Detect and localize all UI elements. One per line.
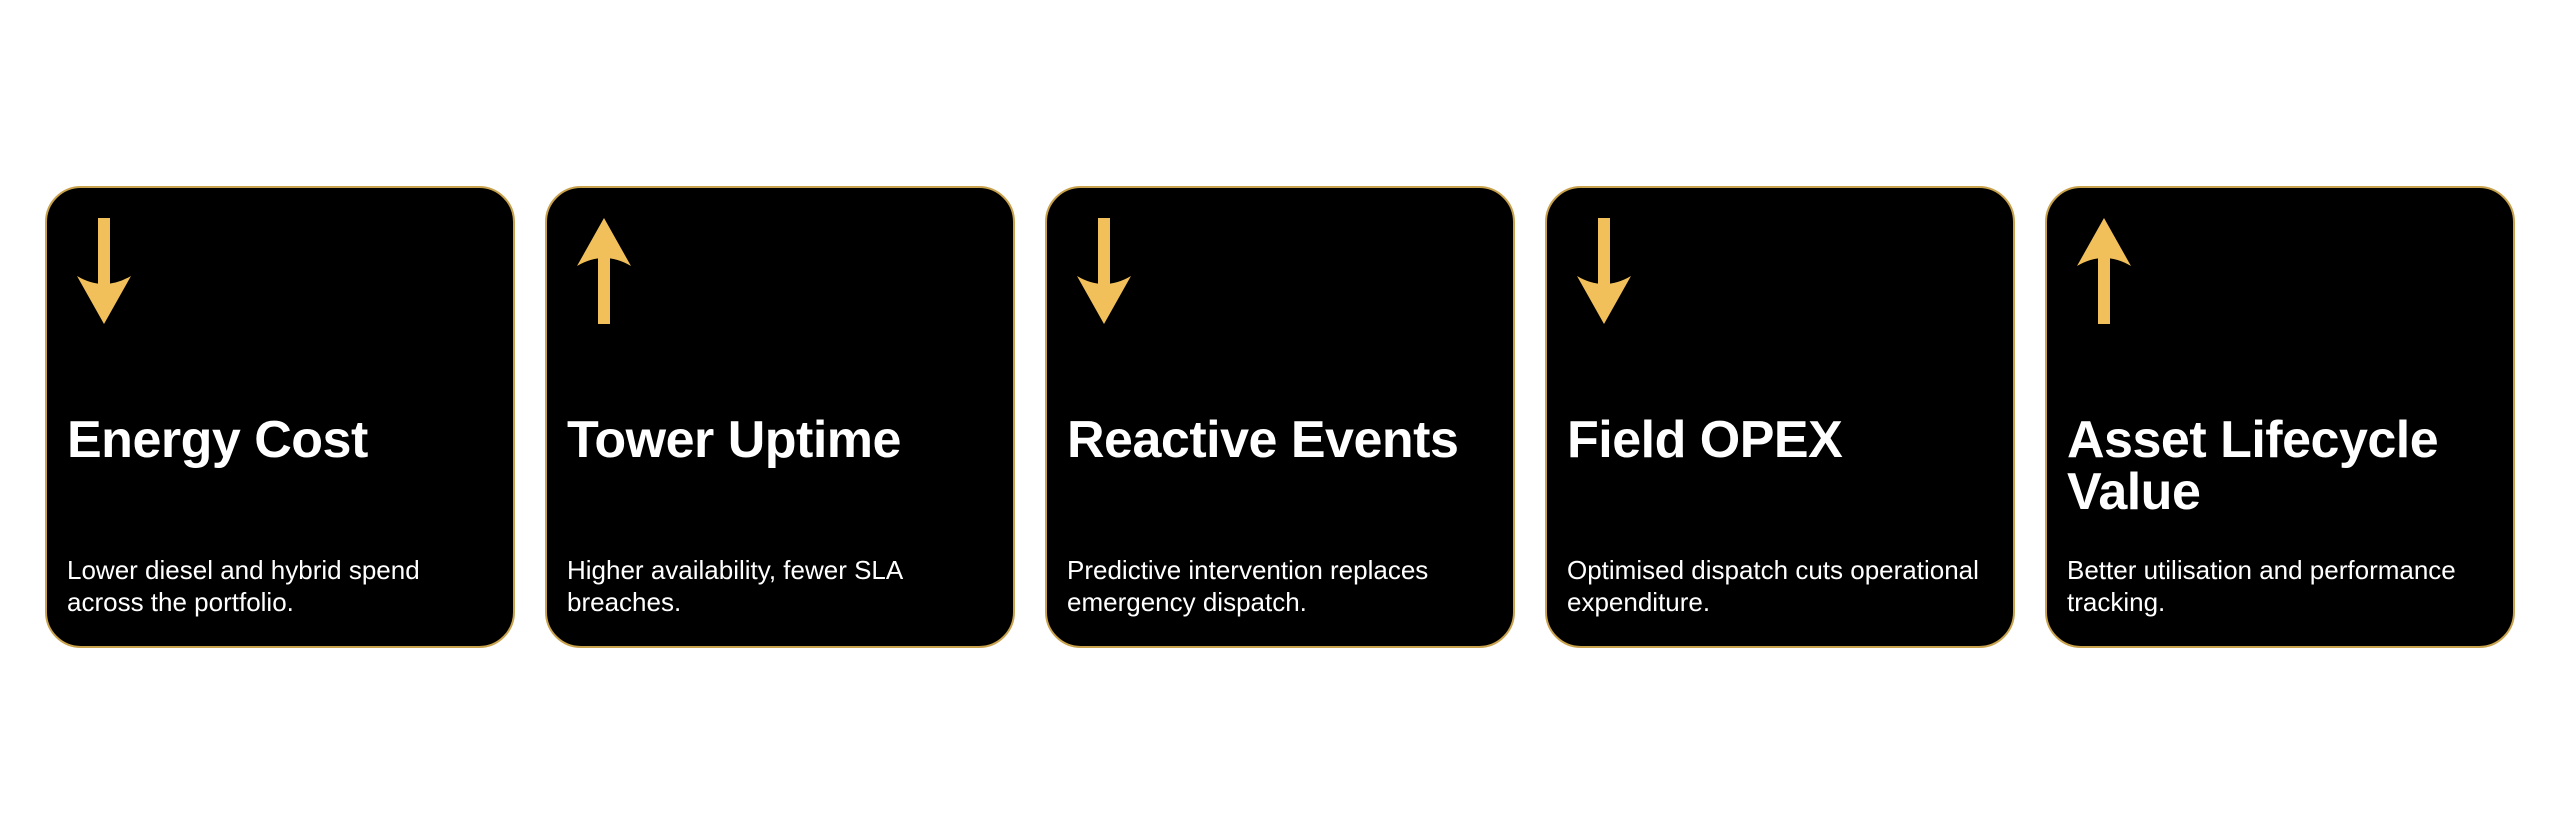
metric-cards: Energy Cost Lower diesel and hybrid spen… — [45, 186, 2515, 648]
arrow-up-icon — [577, 218, 631, 324]
card-title: Tower Uptime — [567, 411, 901, 469]
card-title: Asset Lifecycle Value — [2067, 411, 2439, 521]
card-description: Higher availability, fewer SLA breaches. — [567, 555, 902, 617]
card-tower-uptime: Tower Uptime Higher availability, fewer … — [545, 186, 1015, 648]
arrow-down-icon — [1577, 218, 1631, 324]
card-title: Field OPEX — [1567, 411, 1843, 469]
arrow-up-icon — [2077, 218, 2131, 324]
arrow-down-icon — [77, 218, 131, 324]
card-energy-cost: Energy Cost Lower diesel and hybrid spen… — [45, 186, 515, 648]
card-description: Lower diesel and hybrid spend across the… — [67, 555, 420, 617]
card-field-opex: Field OPEX Optimised dispatch cuts opera… — [1545, 186, 2015, 648]
card-reactive-events: Reactive Events Predictive intervention … — [1045, 186, 1515, 648]
card-title: Energy Cost — [67, 411, 368, 469]
arrow-down-icon — [1077, 218, 1131, 324]
card-asset-lifecycle-value: Asset Lifecycle Value Better utilisation… — [2045, 186, 2515, 648]
card-description: Better utilisation and performance track… — [2067, 555, 2456, 617]
card-description: Optimised dispatch cuts operational expe… — [1567, 555, 1979, 617]
card-title: Reactive Events — [1067, 411, 1459, 469]
card-description: Predictive intervention replaces emergen… — [1067, 555, 1429, 617]
